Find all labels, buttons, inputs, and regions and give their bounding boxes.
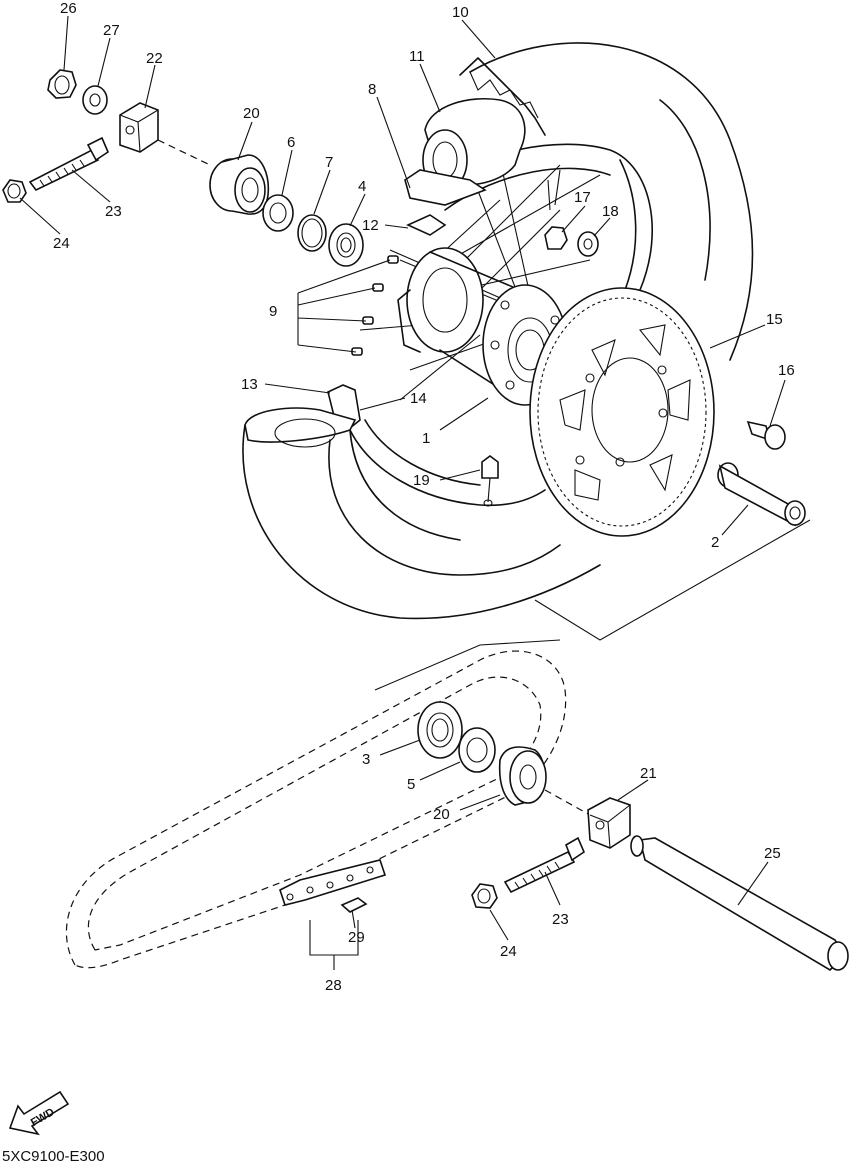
callout-10: 10 <box>452 4 469 21</box>
callout-24: 24 <box>500 943 517 960</box>
brake-disc-guard-parts <box>244 384 361 448</box>
nut-and-washer-17-18 <box>544 226 599 257</box>
spacer-collar <box>717 462 806 527</box>
diagram-code: 5XC9100-E300 <box>2 1148 105 1165</box>
callout-17: 17 <box>574 189 591 206</box>
callout-labels: 26 27 22 23 24 20 6 7 4 8 11 10 12 17 18… <box>53 0 795 994</box>
callout-25: 25 <box>764 845 781 862</box>
callout-15: 15 <box>766 311 783 328</box>
callout-6: 6 <box>287 134 295 151</box>
callout-22: 22 <box>146 50 163 67</box>
callout-2: 2 <box>711 534 719 551</box>
callout-4: 4 <box>358 178 366 195</box>
callout-14: 14 <box>410 390 427 407</box>
callout-19: 19 <box>413 472 430 489</box>
sprocket <box>529 287 715 537</box>
drive-chain <box>65 650 567 969</box>
callout-23: 23 <box>552 911 569 928</box>
wheel-hub <box>397 247 568 406</box>
callout-18: 18 <box>602 203 619 220</box>
callout-20: 20 <box>433 806 450 823</box>
spoke-nipples <box>351 255 399 356</box>
callout-8: 8 <box>368 81 376 98</box>
callout-11: 11 <box>409 48 425 65</box>
right-axle-parts <box>417 701 849 972</box>
valve-nut <box>481 455 499 507</box>
callout-9: 9 <box>269 303 277 320</box>
callout-26: 26 <box>60 0 77 17</box>
brake-caliper-parts <box>404 98 526 236</box>
callout-28: 28 <box>325 977 342 994</box>
tire <box>242 42 754 620</box>
leader-lines <box>19 15 786 970</box>
callout-5: 5 <box>407 776 415 793</box>
rim <box>349 143 653 507</box>
callout-20: 20 <box>243 105 260 122</box>
guide-line <box>534 519 811 641</box>
forward-direction-arrow: FWD <box>8 1090 70 1136</box>
callout-12: 12 <box>362 217 379 234</box>
callout-24: 24 <box>53 235 70 252</box>
callout-7: 7 <box>325 154 333 171</box>
callout-3: 3 <box>362 751 370 768</box>
callout-29: 29 <box>348 929 365 946</box>
left-axle-parts <box>2 69 364 267</box>
guide-line <box>374 639 561 691</box>
callout-23: 23 <box>105 203 122 220</box>
callout-13: 13 <box>241 376 258 393</box>
callout-1: 1 <box>422 430 430 447</box>
sprocket-bolt <box>746 420 786 450</box>
callout-16: 16 <box>778 362 795 379</box>
callout-21: 21 <box>640 765 657 782</box>
callout-27: 27 <box>103 22 120 39</box>
